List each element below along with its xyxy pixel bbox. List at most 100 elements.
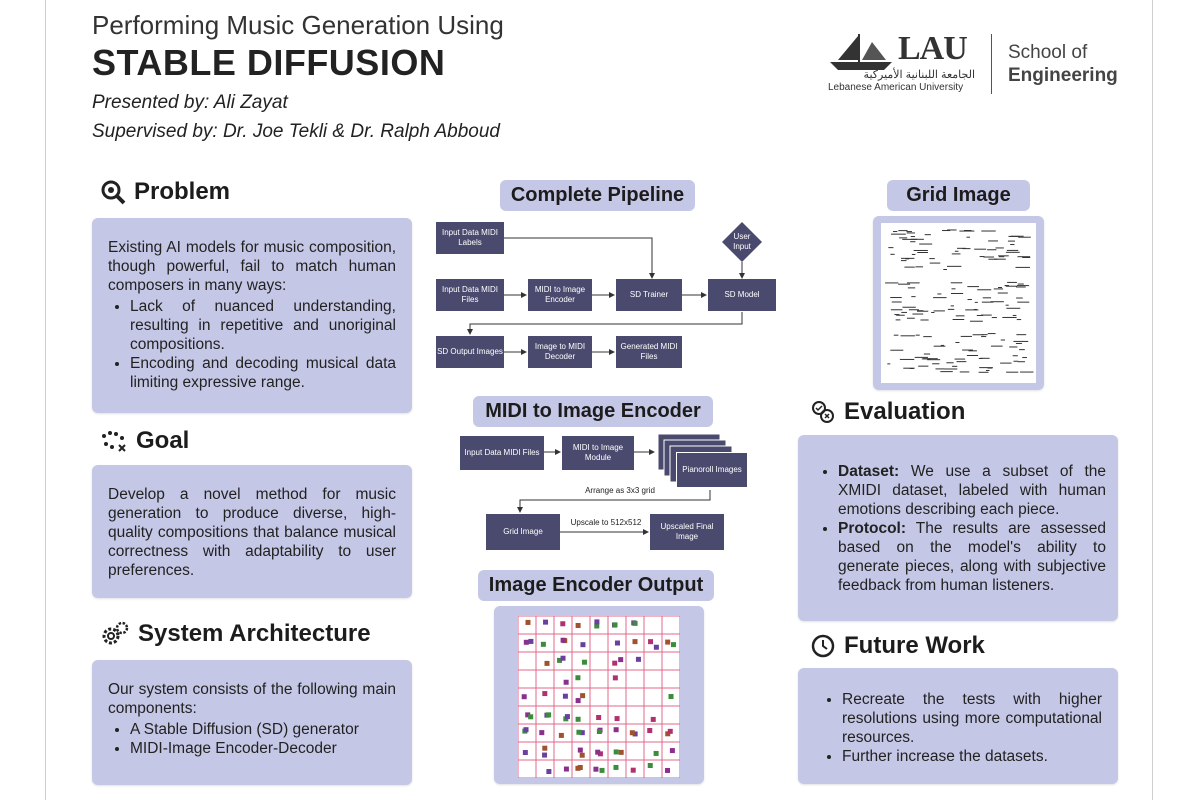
pianoroll-note [906,232,916,234]
pianoroll-note [985,369,990,371]
pianoroll-note [1019,349,1025,351]
pianoroll-note [957,247,966,249]
pipeline-node-files: Input Data MIDI Files [436,279,504,311]
pianoroll-note [962,248,971,250]
pianoroll-note [942,230,951,232]
note-square [629,730,635,736]
pianoroll-note [933,345,946,347]
note-square [653,644,659,650]
problem-bullet: Lack of nuanced understanding, resulting… [130,297,396,354]
note-square [542,691,548,697]
note-square [647,728,653,734]
pianoroll-note [1017,301,1030,303]
pianoroll-note [900,260,907,262]
presented-by: Presented by: Ali Zayat [92,92,288,113]
note-square [596,715,602,721]
architecture-heading: System Architecture [100,620,371,648]
pianoroll-note [890,253,895,255]
pianoroll-note [974,301,978,303]
note-square [575,765,581,771]
pianoroll-note [946,265,962,267]
pianoroll-note [923,336,932,338]
title-line-1: Performing Music Generation Using [92,10,504,40]
pianoroll-note [979,367,993,369]
pianoroll-note [977,289,992,291]
future-heading: Future Work [810,632,985,660]
pipeline-node-labels: Input Data MIDI Labels [436,222,504,254]
pianoroll-note [917,252,928,254]
note-square [575,675,581,681]
pianoroll-note [885,282,899,284]
pipeline-edges [467,222,762,355]
pianoroll-note [1017,283,1024,285]
note-square [613,764,619,770]
note-square [581,659,587,665]
note-square [618,749,624,755]
pianoroll-note [915,266,924,268]
pianoroll-note [959,230,975,232]
pianoroll-note [955,315,965,317]
pianoroll-note [918,365,929,367]
supervised-by: Supervised by: Dr. Joe Tekli & Dr. Ralph… [92,121,500,142]
pianoroll-note [946,362,954,364]
future-box: Recreate the tests with higher resolutio… [798,668,1118,784]
evaluation-title: Evaluation [844,398,966,425]
pianoroll-note [927,359,941,361]
pianoroll-note [890,349,904,351]
note-square [525,619,531,625]
pianoroll-note [900,335,915,337]
note-square [543,619,549,625]
pianoroll-note [940,371,953,373]
pianoroll-note [890,309,903,311]
pianoroll-note [1016,285,1030,287]
note-square [648,639,654,645]
evaluation-item: Protocol: The results are assessed based… [838,519,1106,595]
goal-box: Develop a novel method for music generat… [92,465,412,598]
note-square [665,639,671,645]
evaluation-item-label: Dataset: [838,463,900,480]
note-square [542,745,548,751]
encoder-node-input: Input Data MIDI Files [460,436,544,470]
pianoroll-note [990,345,1003,347]
right-border [1152,0,1153,800]
note-square [650,716,656,722]
pianoroll-note [962,349,973,351]
university-name: Lebanese American University [828,82,964,93]
note-square [562,693,568,699]
pianoroll-note [965,309,979,311]
problem-heading: Problem [100,178,230,206]
pianoroll-note [981,334,988,336]
pianoroll-note [888,247,894,249]
pipeline-node-output: SD Output Images [436,336,504,368]
encoder-node-grid: Grid Image [486,514,560,550]
pianoroll-note [981,230,996,232]
pianoroll-note [972,334,984,336]
pianoroll-note [950,282,963,284]
goal-heading: Goal [100,427,189,455]
pianoroll-note [1002,316,1017,318]
pipeline-title: Complete Pipeline [500,180,695,211]
note-square [528,638,534,644]
pianoroll-note [974,248,987,250]
encoder-node-pianoroll: Pianoroll Images [676,452,748,488]
pianoroll-note [951,253,961,255]
pianoroll-note [912,313,924,315]
note-square [612,660,618,666]
pianoroll-note [1006,249,1019,251]
pianoroll-note [1000,339,1006,341]
note-square [546,712,552,718]
pianoroll-note [993,258,1006,260]
pianoroll-note [904,266,915,268]
pianoroll-note [908,309,919,311]
pianoroll-note [990,301,1004,303]
pianoroll-note [1005,285,1018,287]
note-square [540,641,546,647]
evaluation-item-text: We use a subset of the XMIDI dataset, la… [838,463,1106,518]
school-line-1: School of [1008,42,1088,63]
pianoroll-note [967,286,980,288]
note-square [612,675,618,681]
note-square [580,693,586,699]
note-square [564,714,570,720]
note-square [576,729,582,735]
pianoroll-note [987,249,997,251]
